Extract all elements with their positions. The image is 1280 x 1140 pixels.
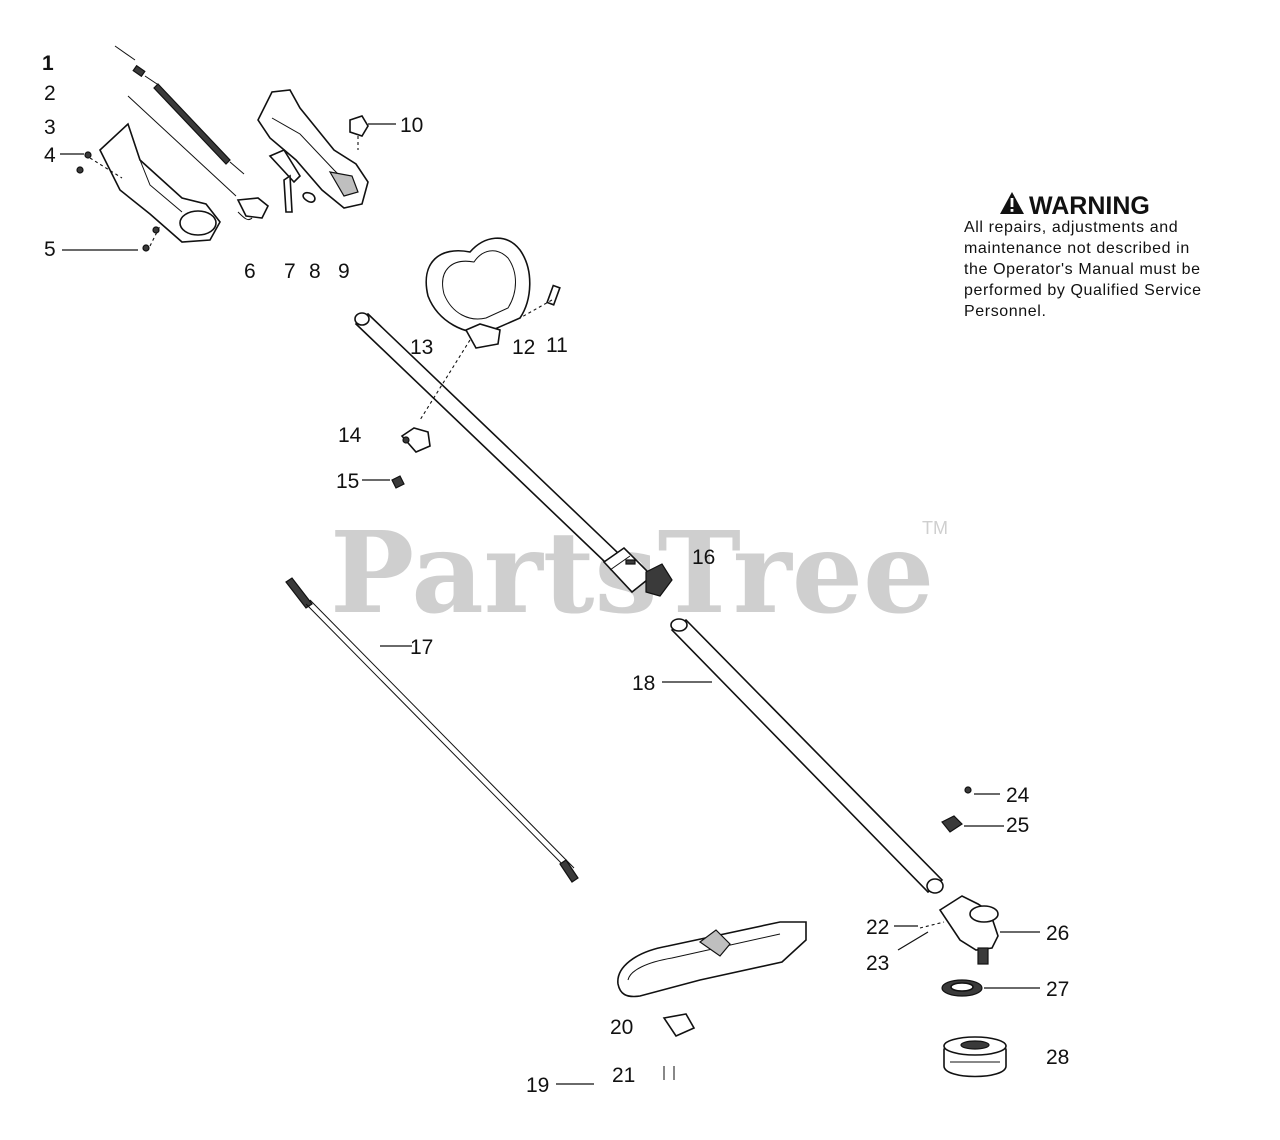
- callout-1: 1: [42, 52, 54, 75]
- part-shaft-clamp: [391, 427, 431, 489]
- part-spool-washer: [941, 979, 983, 997]
- callout-6: 6: [244, 260, 256, 283]
- callout-17: 17: [410, 636, 433, 659]
- part-drive-cable: [285, 577, 579, 883]
- warning-line-3: the Operator's Manual must be: [964, 261, 1201, 278]
- warning-title: WARNING: [1029, 192, 1150, 220]
- callout-27: 27: [1046, 978, 1069, 1001]
- callout-16: 16: [692, 546, 715, 569]
- callout-26: 26: [1046, 922, 1069, 945]
- callout-12: 12: [512, 336, 535, 359]
- part-housing-cover: [76, 122, 221, 252]
- callout-4: 4: [44, 144, 56, 167]
- warning-line-1: All repairs, adjustments and: [964, 219, 1178, 236]
- callout-25: 25: [1006, 814, 1029, 837]
- part-gearhead: [919, 786, 999, 965]
- callout-13: 13: [410, 336, 433, 359]
- callout-3: 3: [44, 116, 56, 139]
- warning-line-4: performed by Qualified Service: [964, 282, 1202, 299]
- callout-7: 7: [284, 260, 296, 283]
- callout-8: 8: [309, 260, 321, 283]
- callout-19: 19: [526, 1074, 549, 1097]
- warning-triangle-icon: [1000, 192, 1024, 214]
- part-rear-handle: [257, 89, 369, 213]
- callout-9: 9: [338, 260, 350, 283]
- callout-5: 5: [44, 238, 56, 261]
- callout-28: 28: [1046, 1046, 1069, 1069]
- callout-2: 2: [44, 82, 56, 105]
- part-trimmer-head: [943, 1036, 1007, 1078]
- part-throttle-cable: [114, 45, 245, 197]
- callout-10: 10: [400, 114, 423, 137]
- callout-23: 23: [866, 952, 889, 975]
- warning-line-5: Personnel.: [964, 303, 1047, 320]
- leader-lines: [60, 123, 1040, 1085]
- callout-21: 21: [612, 1064, 635, 1087]
- part-loop-handle: [425, 237, 561, 349]
- part-nut: [349, 115, 369, 150]
- part-debris-shield: [617, 921, 807, 1080]
- callout-15: 15: [336, 470, 359, 493]
- part-lower-shaft: [670, 618, 944, 894]
- warning-notice: WARNING All repairs, adjustments and mai…: [964, 192, 1202, 320]
- part-coupler: [602, 546, 673, 597]
- callout-22: 22: [866, 916, 889, 939]
- callout-18: 18: [632, 672, 655, 695]
- callout-labels: 1 2 3 4 5 6 7 8 9 10 11 12 13 14 15 16 1…: [42, 52, 1069, 1097]
- watermark-trademark: TM: [922, 518, 948, 538]
- callout-14: 14: [338, 424, 362, 447]
- warning-line-2: maintenance not described in: [964, 240, 1190, 257]
- callout-11: 11: [546, 334, 568, 357]
- part-clip: [236, 197, 270, 221]
- callout-20: 20: [610, 1016, 633, 1039]
- callout-24: 24: [1006, 784, 1030, 807]
